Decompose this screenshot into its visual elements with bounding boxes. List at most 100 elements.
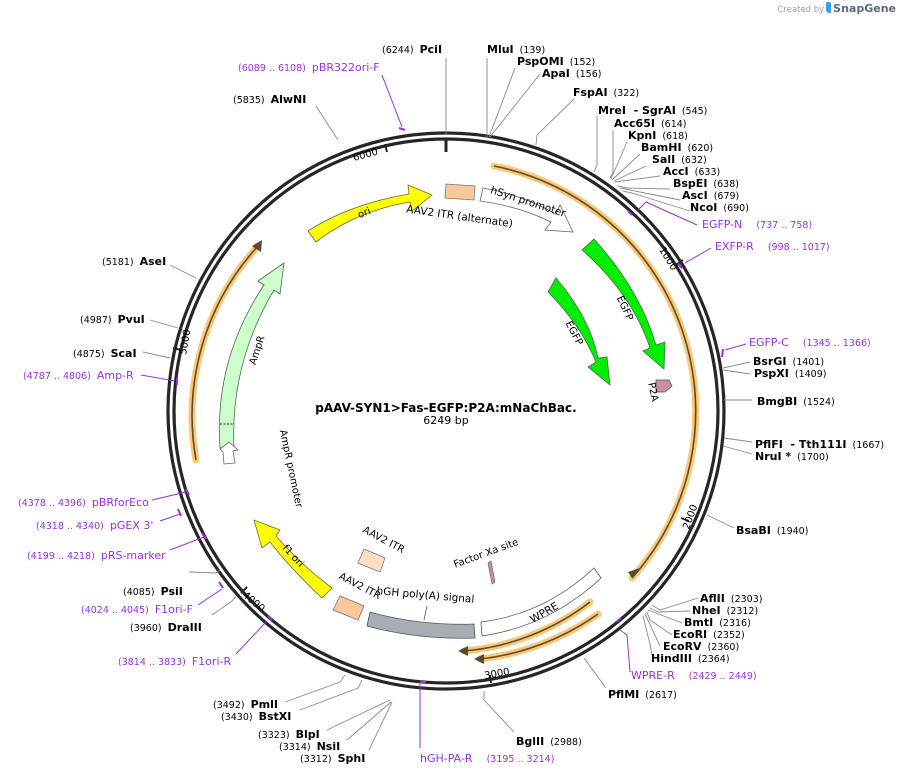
enzyme-name: BstXI [258,710,292,723]
feature-label-ampr-promoter: AmpR promoter [277,429,304,510]
enzyme-blpi[interactable]: (3323)BlpI [258,729,320,742]
primer-prs-marker[interactable]: (4199 .. 4218)pRS-marker [27,550,166,563]
enzyme-pflmi[interactable]: PflMI(2617) [608,689,683,702]
enzyme-bglii[interactable]: BglII(2988) [516,736,588,749]
primer-range: (4024 .. 4045) [81,605,149,616]
primer-name: WPRE-R [631,669,675,682]
enzyme-psopomi[interactable]: PspOMI(152) [517,56,601,69]
enzyme-fspai[interactable]: FspAI(322) [573,87,645,100]
enzyme-acci[interactable]: AccI(633) [663,166,726,179]
enzyme-nrui[interactable]: NruI * (1700) [755,451,835,464]
enzyme-position: (2364) [697,654,730,665]
enzyme-bmti[interactable]: BmtI(2316) [684,617,757,630]
enzyme-scai[interactable]: (4875)ScaI [73,348,137,361]
enzyme-bmgbi[interactable]: BmgBI(1524) [757,396,841,409]
primer-amp-r[interactable]: (4787 .. 4806)Amp-R [23,370,134,383]
enzyme-hindiii[interactable]: HindIII (2364) [651,653,736,666]
enzyme-name: MluI [487,43,514,56]
enzyme-mrei-sgrai[interactable]: MreI - SgrAI(545) [598,105,713,118]
enzyme-nsii[interactable]: (3314)NsiI [279,741,340,754]
enzyme-pflfi-tth111i[interactable]: PflFI - Tth111I(1667) [755,439,890,452]
enzyme-sphi[interactable]: (3312)SphI [300,753,365,766]
feature-hgh-polya-signal[interactable]: hGH poly(A) signal [366,585,476,639]
primer-leader-lines [140,74,747,748]
enzyme-mlui[interactable]: MluI(139) [487,44,551,57]
enzyme-name: SalI [652,153,676,166]
enzyme-position: (3960) [130,623,162,634]
enzyme-name: AseI [139,255,167,268]
enzyme-position: (3323) [258,730,290,741]
feature-label-hgh-polya-signal: hGH poly(A) signal [376,585,475,605]
primer-pgex-3[interactable]: (4318 .. 4340)pGEX 3' [36,520,153,533]
enzyme-position: (5181) [102,257,134,268]
enzyme-position: (2988) [550,737,582,748]
enzyme-name: NsiI [316,740,341,753]
tick-label-3000: 3000 [484,667,511,682]
feature-label-p2a: P2A [645,382,660,403]
enzyme-pvui[interactable]: (4987)PvuI [80,314,145,327]
plasmid-name: pAAV-SYN1>Fas-EGFP:P2A:mNaChBac. [315,401,577,415]
primer-hgh-pa-r[interactable]: hGH-PA-R(3195 .. 3214) [420,753,560,766]
enzyme-name: ApaI [542,67,570,80]
enzyme-position: (633) [694,167,721,178]
primer-pbrforeco[interactable]: (4378 .. 4396)pBRforEco [18,497,149,510]
enzyme-bspei[interactable]: BspEI(638) [673,178,745,191]
enzyme-position: (1700) [797,452,829,463]
enzyme-ncoi[interactable]: NcoI(690) [690,202,755,215]
feature-aav2-itr-lower[interactable]: AAV2 ITR [332,571,382,621]
primer-egfp-n[interactable]: EGFP-N(737 .. 758) [702,219,818,232]
enzyme-name: DraIII [167,621,202,634]
feature-factor-xa-site[interactable]: Factor Xa site [452,537,520,585]
enzyme-pmli[interactable]: (3492)PmlI [213,699,278,712]
feature-ori[interactable]: ori [307,184,433,243]
enzyme-alwni[interactable]: (5835)AlwNI [233,94,306,107]
enzyme-position: (2352) [713,630,745,641]
enzyme-position: (1401) [792,357,825,368]
primer-wpre-r[interactable]: WPRE-R(2429 .. 2449) [631,670,763,683]
feature-label-ori: ori [356,206,372,221]
primer-pbr322ori-f[interactable]: (6089 .. 6108)pBR322ori-F [238,62,380,75]
feature-egfp-inner[interactable]: EGFP [547,277,611,386]
enzyme-position: (2303) [730,594,763,605]
enzyme-sali[interactable]: SalI(632) [652,154,713,167]
enzyme-asci[interactable]: AscI(679) [682,190,745,203]
primer-exfp-r[interactable]: EXFP-R(998 .. 1017) [715,241,836,254]
feature-f1-ori[interactable]: f1 ori [253,519,333,599]
enzyme-name: FspAI [573,86,608,99]
enzyme-name: MreI - SgrAI [598,104,676,117]
enzyme-kpni[interactable]: KpnI(618) [628,130,694,143]
enzyme-nhei[interactable]: NheI(2312) [692,605,764,618]
tick-label-1000: 1000 [656,245,679,272]
enzyme-position: (618) [662,131,688,142]
primer-f1ori-f[interactable]: (4024 .. 4045) F1ori-F [81,604,193,617]
enzyme-bamhi[interactable]: BamHI(620) [641,142,719,155]
enzyme-acc65i[interactable]: Acc65I(614) [614,118,693,131]
enzyme-psii[interactable]: (4085)PsiI [123,586,183,599]
primer-f1ori-r[interactable]: (3814 .. 3833)F1ori-R [118,656,231,669]
enzyme-name: AscI [682,189,708,202]
enzyme-name: PsiI [160,585,183,598]
enzyme-name: HindIII [651,652,692,665]
enzyme-ecori[interactable]: EcoRI(2352) [673,629,751,642]
enzyme-draiii[interactable]: (3960) DraIII [130,622,202,635]
enzyme-position: (2312) [726,606,759,617]
feature-p2a[interactable]: P2A [645,379,673,403]
primer-name: hGH-PA-R [420,752,473,765]
enzyme-position: (1409) [794,369,827,380]
enzyme-bstxi[interactable]: (3430)BstXI [221,711,291,724]
primer-name: F1ori-F [154,603,193,616]
primer-egfp-c[interactable]: EGFP-C(1345 .. 1366) [749,337,877,350]
feature-aav2-itr-upper[interactable]: AAV2 ITR [357,525,406,573]
enzyme-ecorv[interactable]: EcoRV(2360) [663,641,745,654]
enzyme-bsabi[interactable]: BsaBI(1940) [736,525,814,538]
enzyme-pcii[interactable]: (6244)PciI [382,44,442,57]
enzyme-name: NruI * [755,450,792,463]
enzyme-name: BmtI [684,616,714,629]
enzyme-bsrgi[interactable]: BsrGI(1401) [753,356,830,369]
enzyme-aflii[interactable]: AflII(2303) [700,593,768,606]
enzyme-apai[interactable]: ApaI(156) [542,68,607,81]
primer-name: pBR322ori-F [311,61,380,74]
enzyme-pspxi[interactable]: PspXI(1409) [754,368,832,381]
primer-range: (4787 .. 4806) [23,371,91,382]
enzyme-asei[interactable]: (5181) AseI [102,256,166,269]
